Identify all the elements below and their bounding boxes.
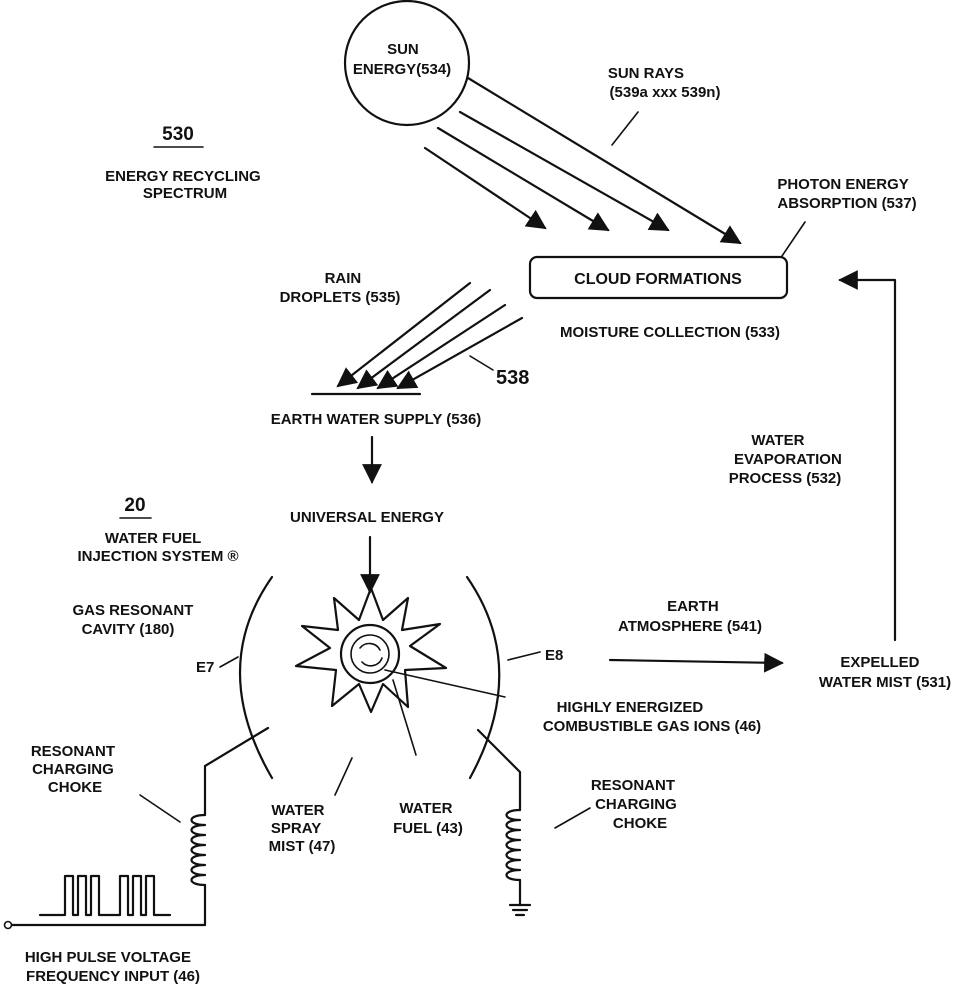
cloud-formations-label: CLOUD FORMATIONS (574, 271, 742, 288)
earth-water-supply-label: EARTH WATER SUPPLY (536) (271, 411, 482, 428)
system-title: WATER FUEL INJECTION SYSTEM ® (77, 530, 238, 565)
sun-ray-arrow (458, 110, 670, 232)
cloud-formations-box (528, 255, 789, 300)
water-fuel-leader (392, 679, 417, 756)
photon-leader (781, 221, 806, 257)
pulse-input-terminal (3, 920, 13, 930)
e7-label: E7 (196, 659, 214, 676)
pulse-waveform (38, 874, 172, 917)
photon-absorption-label: PHOTON ENERGY ABSORPTION (537) (777, 176, 916, 212)
water-fuel-label: WATER FUEL (43) (393, 800, 463, 837)
earth-atmosphere-label: EARTH ATMOSPHERE (541) (618, 598, 762, 635)
gas-resonant-cavity-label: GAS RESONANT CAVITY (180) (72, 602, 197, 638)
cavity-plate-left (238, 575, 274, 780)
gas-ion-inner (350, 634, 390, 674)
system-number: 20 (124, 495, 145, 516)
right-charging-choke-coil (505, 808, 522, 882)
rain-arrow (376, 303, 507, 390)
sun-label: SUN ENERGY(534) (353, 41, 451, 78)
evaporation-return-arrow (838, 270, 897, 642)
sun-rays-label: SUN RAYS (539a xxx 539n) (608, 65, 721, 101)
sun-rays-leader (611, 111, 639, 146)
e7-leader (219, 656, 239, 668)
right-choke-label: RESONANT CHARGING CHOKE (591, 777, 681, 832)
rain-droplets-label: RAIN DROPLETS (535) (280, 270, 401, 306)
figure-title: ENERGY RECYCLING SPECTRUM (105, 168, 265, 202)
atmosphere-arrow (608, 652, 784, 673)
rain-arrow (336, 281, 472, 388)
pulse-input-label: HIGH PULSE VOLTAGE FREQUENCY INPUT (46) (25, 949, 200, 985)
left-circuit-wire (203, 726, 270, 817)
ions-leader (384, 669, 506, 698)
water-evaporation-label: WATER EVAPORATION PROCESS (532) (729, 432, 846, 487)
spray-mist-leader (334, 757, 353, 796)
sun-ray-arrow (436, 126, 610, 232)
universal-energy-label: UNIVERSAL ENERGY (290, 509, 444, 526)
sun-circle (343, 0, 471, 127)
gas-ion-swirl (359, 642, 381, 651)
left-choke-leader (139, 794, 181, 823)
expelled-water-mist-label: EXPELLED WATER MIST (531) (819, 654, 951, 691)
figure-ref-number: 530 (162, 124, 194, 145)
sun-ray-arrow (423, 146, 547, 230)
water-spray-mist-label: WATER SPRAY MIST (47) (269, 802, 336, 855)
rain-ref-leader (469, 355, 494, 371)
right-choke-leader (554, 807, 591, 829)
gas-ion-swirl (361, 657, 383, 667)
cavity-plate-right (465, 575, 501, 780)
highly-energized-ions-label: HIGHLY ENERGIZED COMBUSTIBLE GAS IONS (4… (543, 699, 761, 735)
e8-label: E8 (545, 647, 563, 664)
right-circuit-wire (476, 728, 522, 812)
e8-leader (507, 651, 541, 661)
sun-ray-arrow (466, 76, 742, 245)
rain-arrow (396, 316, 524, 390)
gas-ion-outer (339, 623, 401, 685)
left-circuit-wire (8, 883, 207, 927)
left-charging-choke-coil (190, 813, 207, 887)
left-choke-label: RESONANT CHARGING CHOKE (31, 743, 119, 796)
energized-star (294, 586, 448, 714)
moisture-collection-label: MOISTURE COLLECTION (533) (560, 324, 780, 341)
rain-ref-number: 538 (496, 367, 529, 389)
